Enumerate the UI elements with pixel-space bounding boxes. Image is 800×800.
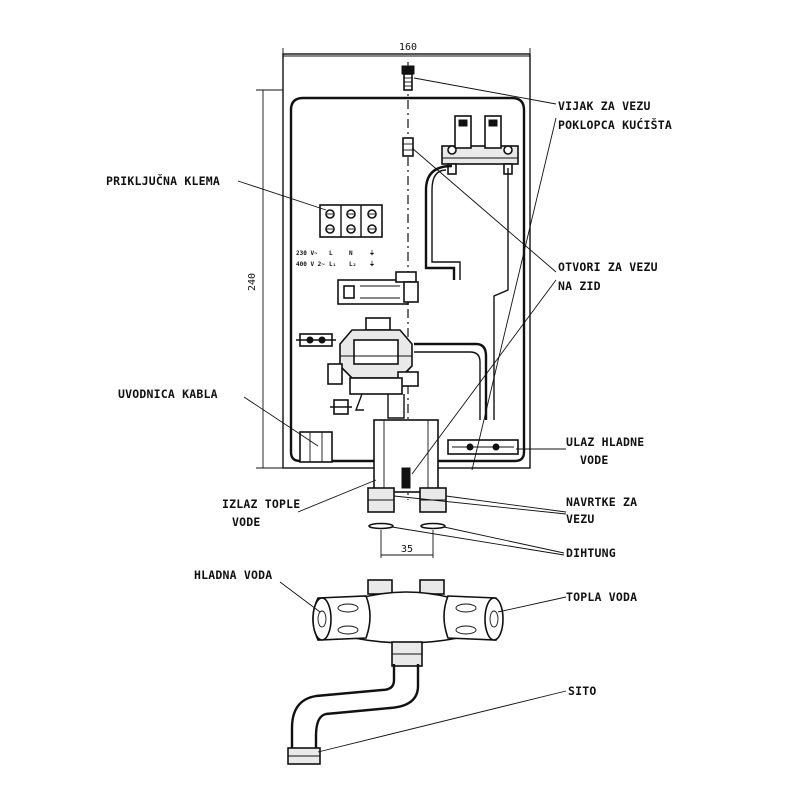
terminal-block (319, 204, 383, 238)
mark-400v: 400 V 2~ (296, 261, 325, 268)
label-nuts-line2: VEZU (566, 512, 595, 526)
label-hot-out-line2: VODE (232, 515, 261, 529)
label-screw-line2: POKLOPCA KUĆIŠTA (558, 117, 672, 132)
mark-l1: L₁ (329, 261, 336, 268)
label-screw-line1: VIJAK ZA VEZU (558, 99, 651, 113)
label-cold-water: HLADNA VODA (194, 568, 272, 582)
label-hot-out-line1: IZLAZ TOPLE (222, 497, 300, 511)
cable-clamp (296, 333, 336, 347)
mixer-tap (287, 579, 504, 765)
label-terminal: PRIKLJUČNA KLEMA (106, 173, 220, 188)
label-gasket: DIHTUNG (566, 546, 616, 560)
cover-screw (401, 65, 415, 91)
height-dimension-label: 240 (247, 273, 258, 291)
bottom-plate (447, 439, 519, 455)
label-cold-in-line1: ULAZ HLADNE (566, 435, 644, 449)
cable-gland (299, 431, 333, 463)
terminal-marks: 230 V~ L N ⏚ 400 V 2~ L₁ L₂ ⏚ (296, 250, 375, 268)
heating-pipe-right (414, 168, 509, 420)
width-dimension-label: 160 (399, 42, 417, 53)
leader-lines (237, 77, 567, 753)
spacing-dimension: 35 (380, 530, 434, 558)
mark-ground-1: ⏚ (369, 250, 375, 257)
label-cold-in-line2: VODE (580, 453, 609, 467)
label-wall-line2: NA ZID (558, 279, 601, 293)
label-nuts-line1: NAVRTKE ZA (566, 495, 637, 509)
label-hot-water: TOPLA VODA (566, 590, 637, 604)
wall-mount-hole-upper (402, 137, 414, 157)
label-cable: UVODNICA KABLA (118, 387, 218, 401)
labels: VIJAK ZA VEZU POKLOPCA KUĆIŠTA PRIKLJUČN… (106, 99, 672, 698)
mark-l2: L₂ (349, 261, 356, 268)
width-dimension: 160 (282, 42, 531, 60)
mark-l: L (329, 250, 333, 257)
mark-n: N (349, 250, 353, 257)
pipe-connections (367, 419, 447, 513)
spacing-dimension-label: 35 (401, 544, 413, 555)
switch-box (337, 271, 419, 305)
mark-230v: 230 V~ (296, 250, 318, 257)
height-dimension: 240 (247, 89, 283, 469)
heating-pipe-left (424, 164, 461, 280)
mark-ground-2: ⏚ (369, 261, 375, 268)
gaskets (368, 522, 446, 530)
label-wall-line1: OTVORI ZA VEZU (558, 260, 658, 274)
label-strainer: SITO (568, 684, 597, 698)
thermostat-assembly (441, 115, 519, 175)
flow-valve (327, 317, 419, 411)
lower-fitting (330, 394, 405, 419)
